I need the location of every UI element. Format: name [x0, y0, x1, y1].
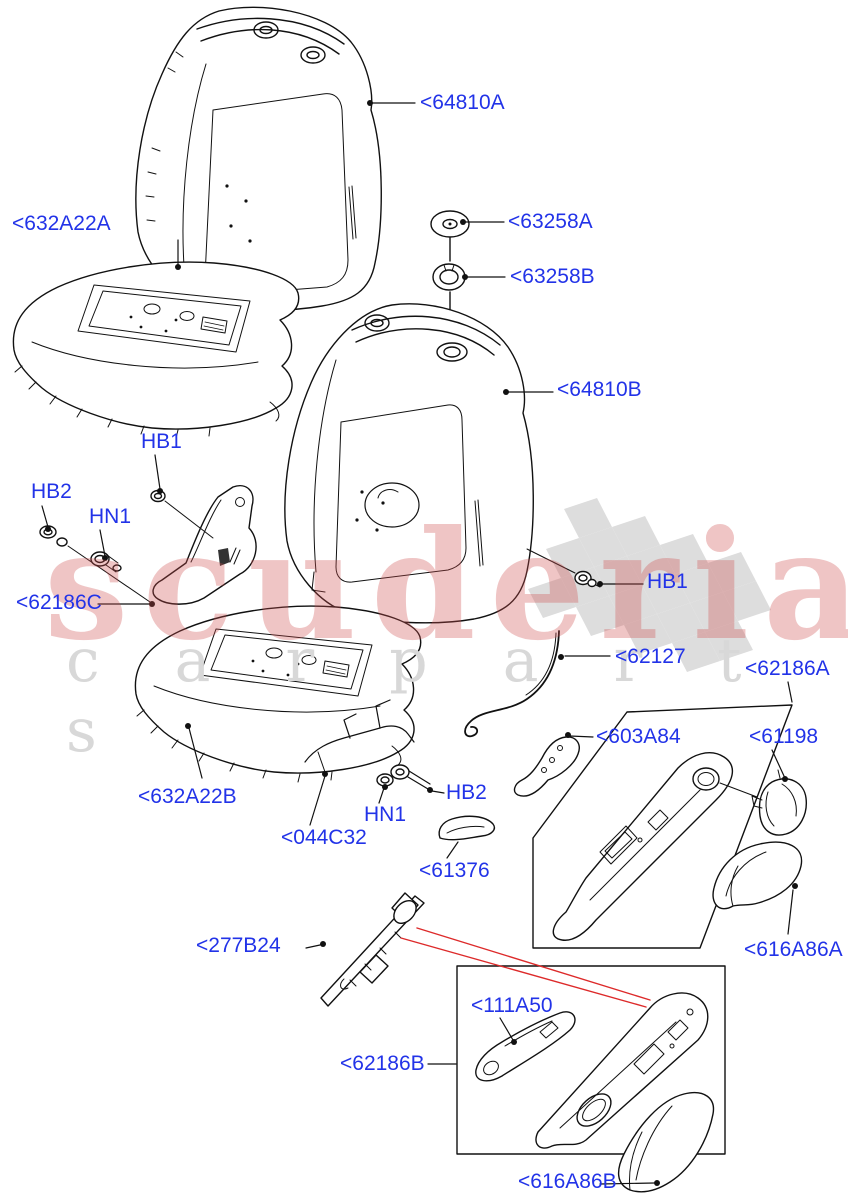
screw-hb1-right [526, 548, 601, 588]
part-label-044c32[interactable]: <044C32 [281, 826, 367, 849]
part-label-62186c[interactable]: <62186C [16, 591, 102, 614]
part-label-277b24[interactable]: <277B24 [196, 934, 281, 957]
bracket-62186c [152, 485, 257, 605]
part-label-62127[interactable]: <62127 [615, 645, 686, 668]
seat-back-pad-b [284, 303, 534, 647]
spring-603a84 [513, 736, 580, 797]
part-label-hn1-2[interactable]: HN1 [364, 803, 407, 826]
side-panel-62186a [552, 752, 758, 941]
part-label-62186a[interactable]: <62186A [745, 657, 830, 680]
part-label-64810a[interactable]: <64810A [420, 91, 505, 114]
part-label-64810b[interactable]: <64810B [557, 378, 642, 401]
panel-box-62186a [532, 704, 793, 949]
bolt-hb2-left [39, 525, 151, 603]
track-motor-277b24 [320, 892, 425, 1007]
part-label-632a22b[interactable]: <632A22B [138, 785, 237, 808]
bracket-044c32 [304, 699, 415, 773]
handle-111a50 [475, 1011, 576, 1082]
part-label-63258b[interactable]: <63258B [510, 265, 595, 288]
checkered-flag-watermark [528, 498, 771, 672]
part-label-61198[interactable]: <61198 [749, 725, 819, 748]
part-label-616a86a[interactable]: <616A86A [744, 938, 843, 961]
side-panel-62186b [535, 992, 709, 1149]
seat-cushion-pad-b [134, 605, 422, 783]
screw-hb1-left [150, 489, 214, 539]
leader-lines [41, 100, 798, 1186]
reference-lines [400, 927, 651, 1008]
part-label-hb1-2[interactable]: HB1 [647, 570, 688, 593]
armrest-valance-616a86a [712, 841, 803, 910]
bolt-hb2-2 [390, 764, 431, 790]
trim-61376 [438, 815, 496, 841]
panel-box-62186b [456, 965, 726, 1155]
switch-knob-61198 [751, 769, 807, 836]
part-label-hb2-2[interactable]: HB2 [446, 781, 487, 804]
part-label-616a86b[interactable]: <616A86B [518, 1170, 617, 1193]
part-label-603a84[interactable]: <603A84 [596, 725, 681, 748]
part-label-hn1[interactable]: HN1 [89, 505, 132, 528]
headrest-washers-63258 [430, 210, 470, 344]
wire-62127 [464, 630, 560, 738]
part-label-63258a[interactable]: <63258A [508, 210, 593, 233]
part-label-hb2[interactable]: HB2 [31, 480, 72, 503]
nut-hn1-2 [376, 773, 394, 787]
part-label-61376[interactable]: <61376 [419, 859, 490, 882]
seat-cushion-pad-a [12, 261, 300, 439]
valance-616a86b [617, 1092, 715, 1193]
nut-hn1-left [90, 551, 122, 573]
part-label-62186b[interactable]: <62186B [340, 1052, 425, 1075]
part-label-111a50[interactable]: <111A50 [471, 994, 553, 1017]
part-label-hb1[interactable]: HB1 [141, 430, 182, 453]
part-label-632a22a[interactable]: <632A22A [12, 212, 111, 235]
